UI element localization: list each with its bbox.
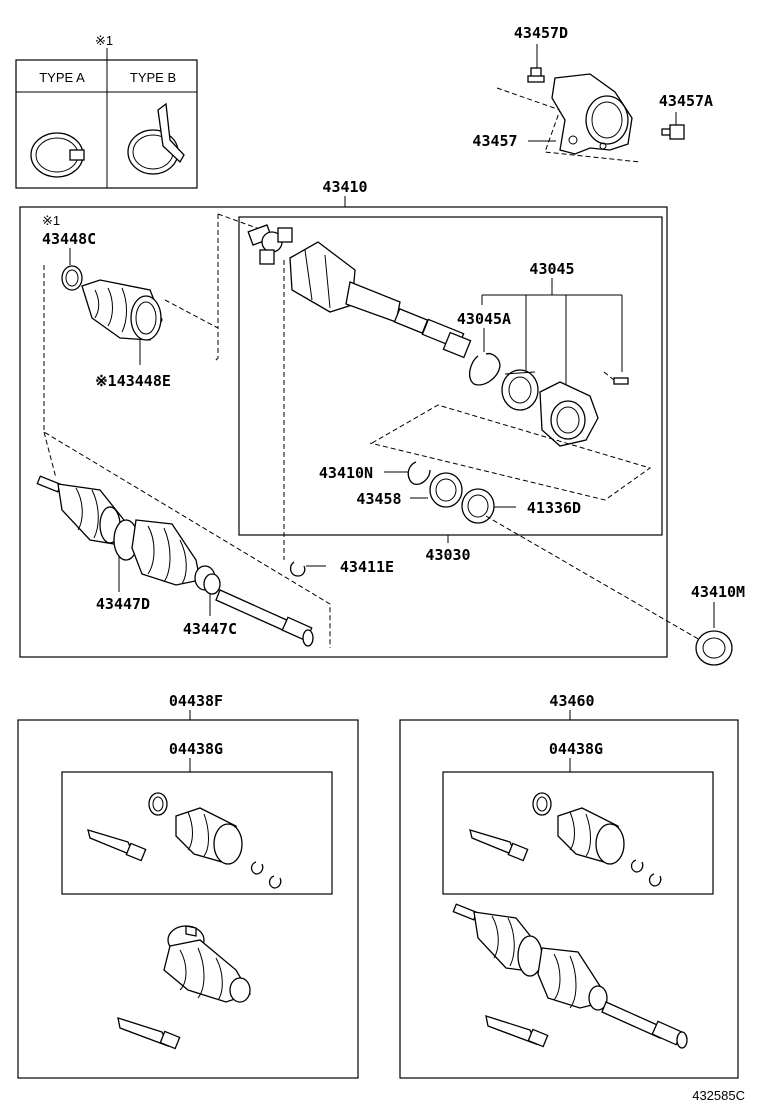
- clamp-type-legend: ※1 TYPE A TYPE B: [15, 33, 198, 189]
- label-43448E: ※143448E: [95, 372, 171, 390]
- label-43448C: 43448C: [42, 230, 96, 248]
- snap-rings-right-inner: [630, 859, 662, 887]
- grease-tube-left-outer: [117, 1017, 181, 1050]
- clamp-right-inner: [532, 792, 552, 816]
- label-43410: 43410: [322, 178, 367, 196]
- outboard-joint-boot: [131, 519, 221, 595]
- drive-shaft-bar: [215, 589, 314, 647]
- boot-left-inner: [175, 807, 243, 865]
- grease-tube-right-inner: [469, 829, 529, 862]
- tripod-joint: [247, 224, 293, 265]
- label-04438G-right: 04438G: [549, 740, 603, 758]
- drive-shaft-right: [452, 903, 688, 1049]
- label-43410M: 43410M: [691, 583, 745, 601]
- inboard-joint-box: [238, 216, 663, 536]
- type-b-label: TYPE B: [130, 70, 176, 85]
- label-43411E: 43411E: [340, 558, 394, 576]
- outboard-joint: [36, 475, 139, 561]
- label-43460: 43460: [549, 692, 594, 710]
- drive-shaft-assembly-43410: 43410 ※1 43448C ※143448E: [19, 178, 701, 658]
- label-43030: 43030: [425, 546, 470, 564]
- clamp-type-a-icon: [30, 132, 85, 178]
- bracket-bolt-side: [661, 124, 685, 140]
- label-43458: 43458: [356, 490, 401, 508]
- snap-ring-43410N: [407, 461, 431, 485]
- boot-clamp-small: [61, 265, 83, 291]
- oil-seal-41336D: [461, 488, 495, 524]
- kit-04438G-left-box: [61, 771, 333, 895]
- label-04438F: 04438F: [169, 692, 223, 710]
- grease-tube-right-outer: [485, 1015, 549, 1048]
- inboard-joint-housing: [289, 241, 472, 359]
- legend-note-mark: ※1: [95, 33, 113, 48]
- label-43447D: 43447D: [96, 595, 150, 613]
- pin-43045: [613, 377, 629, 385]
- label-43448C-mark: ※1: [42, 213, 60, 228]
- label-43457: 43457: [472, 132, 517, 150]
- label-43457D: 43457D: [514, 24, 568, 42]
- bracket-bolt-top: [527, 67, 545, 83]
- snap-rings-left-inner: [250, 861, 282, 889]
- bearing-bracket-group: 43457D 43457A 43457: [472, 24, 713, 163]
- label-43410N: 43410N: [319, 464, 373, 482]
- kit-04438F-box: [17, 719, 359, 1079]
- snap-ring-43411E: [289, 561, 306, 577]
- bearing-housing: [539, 381, 599, 447]
- boot-kit-04438F: 04438F 04438G: [17, 692, 359, 1079]
- label-41336D: 41336D: [527, 499, 581, 517]
- assembly-43410-box: [19, 206, 668, 658]
- snap-ring-43045A: [468, 352, 501, 386]
- boot-right-inner: [557, 807, 625, 865]
- bearing-43458: [429, 472, 463, 508]
- label-43447C: 43447C: [183, 620, 237, 638]
- bearing-43045: [501, 369, 539, 411]
- label-43457A: 43457A: [659, 92, 713, 110]
- boot-left-outer: [163, 925, 251, 1003]
- label-43045A: 43045A: [457, 310, 511, 328]
- bearing-bracket: [551, 73, 633, 155]
- clamp-type-b-icon: [127, 102, 185, 175]
- inboard-joint-boot: [81, 279, 163, 341]
- clamp-left-inner: [148, 792, 168, 816]
- grease-tube-left-inner: [87, 829, 147, 862]
- part-43410M: 43410M: [691, 583, 745, 666]
- label-43045: 43045: [529, 260, 574, 278]
- drive-shaft-kit-43460: 43460 04438G: [399, 692, 739, 1079]
- kit-04438G-right-box: [442, 771, 714, 895]
- kit-43460-box: [399, 719, 739, 1079]
- diagram-id: 432585C: [692, 1088, 745, 1103]
- label-04438G-left: 04438G: [169, 740, 223, 758]
- type-a-label: TYPE A: [39, 70, 85, 85]
